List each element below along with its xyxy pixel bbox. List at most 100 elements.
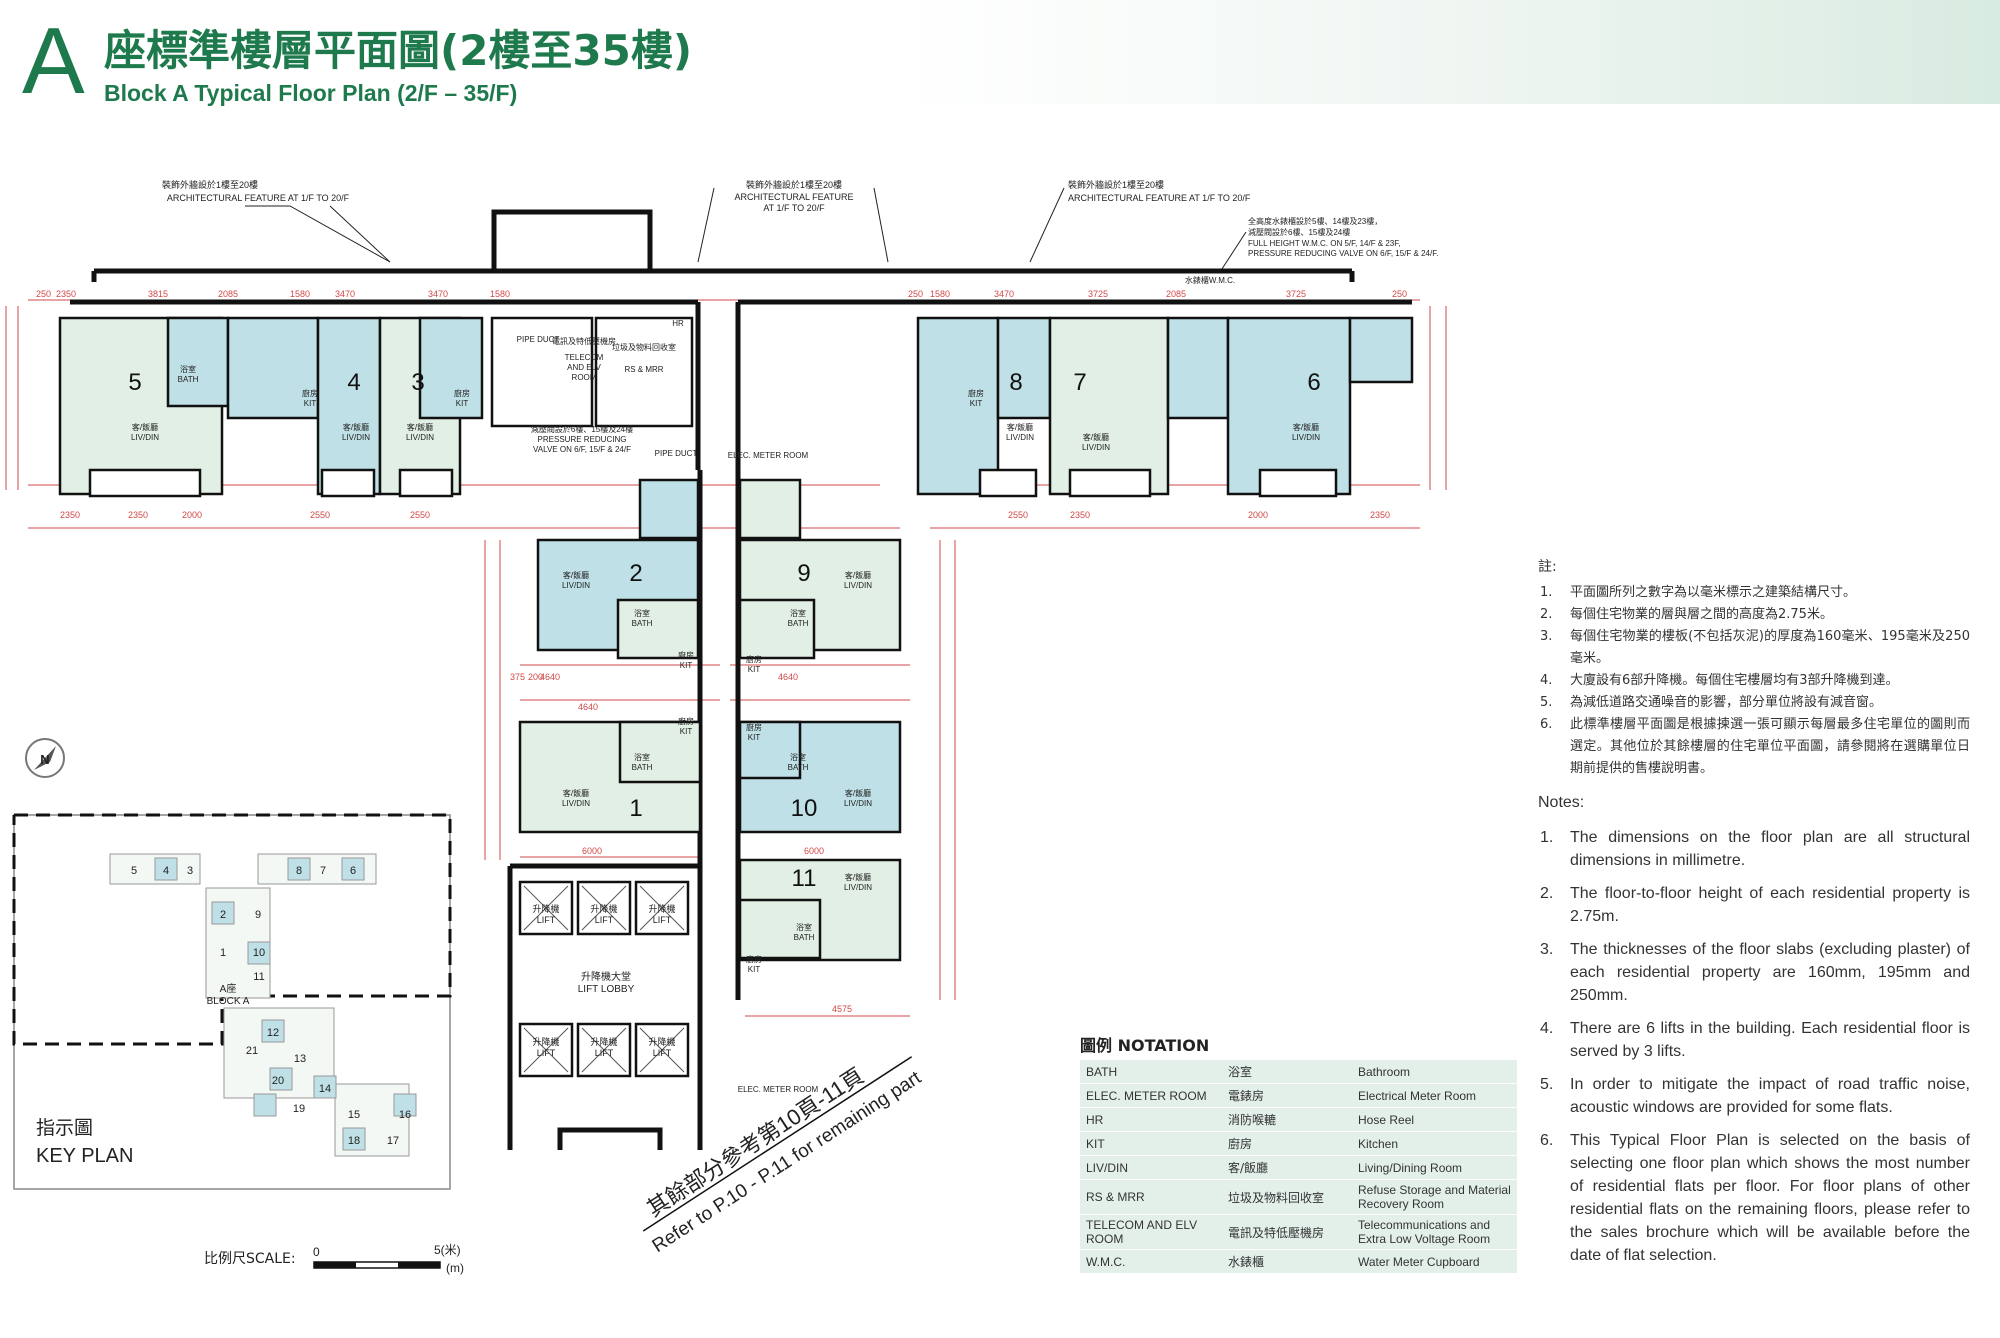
svg-text:客/飯廳: 客/飯廳 (1007, 422, 1033, 432)
svg-text:5: 5 (131, 865, 137, 877)
prv-zh: 減壓閥設於6樓、15樓及24樓 (531, 424, 633, 434)
svg-text:6: 6 (350, 865, 356, 877)
svg-text:2550: 2550 (310, 510, 330, 520)
service-room-labels: 電訊及特低壓機房 TELECOM AND ELV ROOM 垃圾及物料回收室 R… (517, 275, 1235, 1094)
svg-text:BATH: BATH (788, 619, 809, 628)
svg-text:2550: 2550 (410, 510, 430, 520)
key-plan-label-zh: 指示圖 (36, 1117, 94, 1139)
north-arrow-icon: N (25, 738, 65, 778)
hr-label: HR (672, 319, 684, 328)
telecom-en2: AND ELV (567, 363, 601, 372)
svg-text:客/飯廳: 客/飯廳 (1293, 422, 1319, 432)
scale-unit-en: (m) (446, 1261, 464, 1275)
svg-text:15: 15 (348, 1109, 360, 1121)
svg-text:3725: 3725 (1088, 289, 1108, 299)
svg-text:LIFT: LIFT (653, 915, 672, 925)
svg-text:18: 18 (348, 1135, 360, 1147)
note-zh-item: 5.為減低道路交通噪音的影響，部分單位將設有減音窗。 (1540, 695, 1883, 710)
svg-text:10: 10 (253, 947, 265, 959)
svg-text:KIT: KIT (970, 399, 983, 408)
notes-en-list: 1.The dimensions on the floor plan are a… (1538, 826, 1970, 1267)
scale-bar: 0 5(米) (m) (313, 1243, 464, 1275)
svg-text:2350: 2350 (1070, 510, 1090, 520)
svg-text:3: 3 (187, 865, 193, 877)
svg-text:250: 250 (908, 289, 923, 299)
lift-labels: 升降機 LIFT 升降機 LIFT 升降機 LIFT 升降機 LIFT 升降機 … (532, 903, 675, 1058)
svg-text:375: 375 (510, 672, 525, 682)
top-right-wing (916, 316, 1414, 498)
svg-text:KIT: KIT (748, 965, 761, 974)
svg-text:2085: 2085 (1166, 289, 1186, 299)
svg-text:KIT: KIT (680, 727, 693, 736)
flat-number: 9 (797, 560, 810, 587)
svg-text:客/飯廳: 客/飯廳 (563, 570, 589, 580)
svg-text:19: 19 (293, 1103, 305, 1115)
svg-text:BATH: BATH (632, 763, 653, 772)
svg-text:6000: 6000 (804, 846, 824, 856)
note-en-item: 5.In order to mitigate the impact of roa… (1540, 1076, 1970, 1116)
flat-number: 4 (347, 369, 360, 396)
arch-feature-mid-en2: AT 1/F TO 20/F (763, 203, 825, 213)
svg-text:浴室: 浴室 (790, 752, 806, 762)
flat-number: 6 (1307, 369, 1320, 396)
svg-text:廚房: 廚房 (454, 388, 470, 398)
wmc-note-en1: FULL HEIGHT W.M.C. ON 5/F, 14/F & 23F, (1248, 239, 1400, 248)
arch-feature-mid-zh: 裝飾外牆設於1樓至20樓 (746, 179, 842, 190)
svg-text:KIT: KIT (304, 399, 317, 408)
svg-text:浴室: 浴室 (634, 752, 650, 762)
svg-text:1580: 1580 (930, 289, 950, 299)
note-en-item: 4.There are 6 lifts in the building. Eac… (1540, 1020, 1970, 1060)
svg-text:升降機: 升降機 (648, 1036, 675, 1047)
note-en-item: 6.This Typical Floor Plan is selected on… (1540, 1132, 1970, 1264)
refer-en: Refer to P.10 - P.11 for remaining part (649, 1067, 926, 1257)
svg-text:1580: 1580 (490, 289, 510, 299)
svg-text:BATH: BATH (632, 619, 653, 628)
svg-text:LIFT: LIFT (595, 1048, 614, 1058)
svg-text:BATH: BATH (178, 375, 199, 384)
svg-text:4: 4 (163, 865, 169, 877)
key-plan-label-en: KEY PLAN (36, 1145, 134, 1167)
notes-panel: 註: 1.平面圖所列之數字為以毫米標示之建築結構尺寸。 2.每個住宅物業的層與層… (1538, 556, 1970, 1277)
flat-numbers: 5 4 3 8 7 6 2 9 1 10 11 (128, 369, 1320, 892)
svg-text:11: 11 (253, 971, 264, 983)
svg-text:LIV/DIN: LIV/DIN (1006, 433, 1034, 442)
key-plan-block-en: BLOCK A (207, 996, 250, 1007)
svg-text:3815: 3815 (148, 289, 168, 299)
note-zh-item: 2.每個住宅物業的層與層之間的高度為2.75米。 (1540, 607, 1833, 622)
svg-text:1580: 1580 (290, 289, 310, 299)
svg-text:7: 7 (320, 865, 326, 877)
svg-text:250: 250 (36, 289, 51, 299)
flat-number: 2 (629, 560, 642, 587)
svg-text:3470: 3470 (428, 289, 448, 299)
svg-text:3725: 3725 (1286, 289, 1306, 299)
key-plan: 5 4 3 8 7 6 2 9 1 10 11 12 21 13 20 14 1… (12, 813, 452, 1190)
svg-text:14: 14 (319, 1083, 331, 1095)
prv-en1: PRESSURE REDUCING (538, 435, 627, 444)
top-left-wing (58, 316, 694, 498)
flat-number: 8 (1009, 369, 1022, 396)
telecom-zh: 電訊及特低壓機房 (552, 336, 616, 346)
svg-text:3470: 3470 (994, 289, 1014, 299)
wmc-note-zh2: 減壓閥設於6樓、15樓及24樓 (1248, 227, 1350, 237)
svg-text:4640: 4640 (540, 672, 560, 682)
svg-text:250: 250 (1392, 289, 1407, 299)
flat-number: 7 (1073, 369, 1086, 396)
svg-text:KIT: KIT (748, 665, 761, 674)
notation-title: 圖例 NOTATION (1080, 1036, 1210, 1055)
telecom-en1: TELECOM (565, 353, 604, 362)
svg-text:LIV/DIN: LIV/DIN (131, 433, 159, 442)
svg-text:8: 8 (296, 865, 302, 877)
svg-text:客/飯廳: 客/飯廳 (407, 422, 433, 432)
lift-lobby-zh: 升降機大堂 (581, 970, 631, 983)
elec-meter-bottom: ELEC. METER ROOM (738, 1085, 819, 1094)
arch-feature-right-en: ARCHITECTURAL FEATURE AT 1/F TO 20/F (1068, 193, 1251, 203)
svg-text:4575: 4575 (832, 1004, 852, 1014)
svg-text:17: 17 (387, 1135, 399, 1147)
arch-feature-annotations: 裝飾外牆設於1樓至20樓 ARCHITECTURAL FEATURE AT 1/… (162, 179, 1438, 258)
block-letter: A (22, 8, 85, 113)
rs-en: RS & MRR (624, 365, 663, 374)
